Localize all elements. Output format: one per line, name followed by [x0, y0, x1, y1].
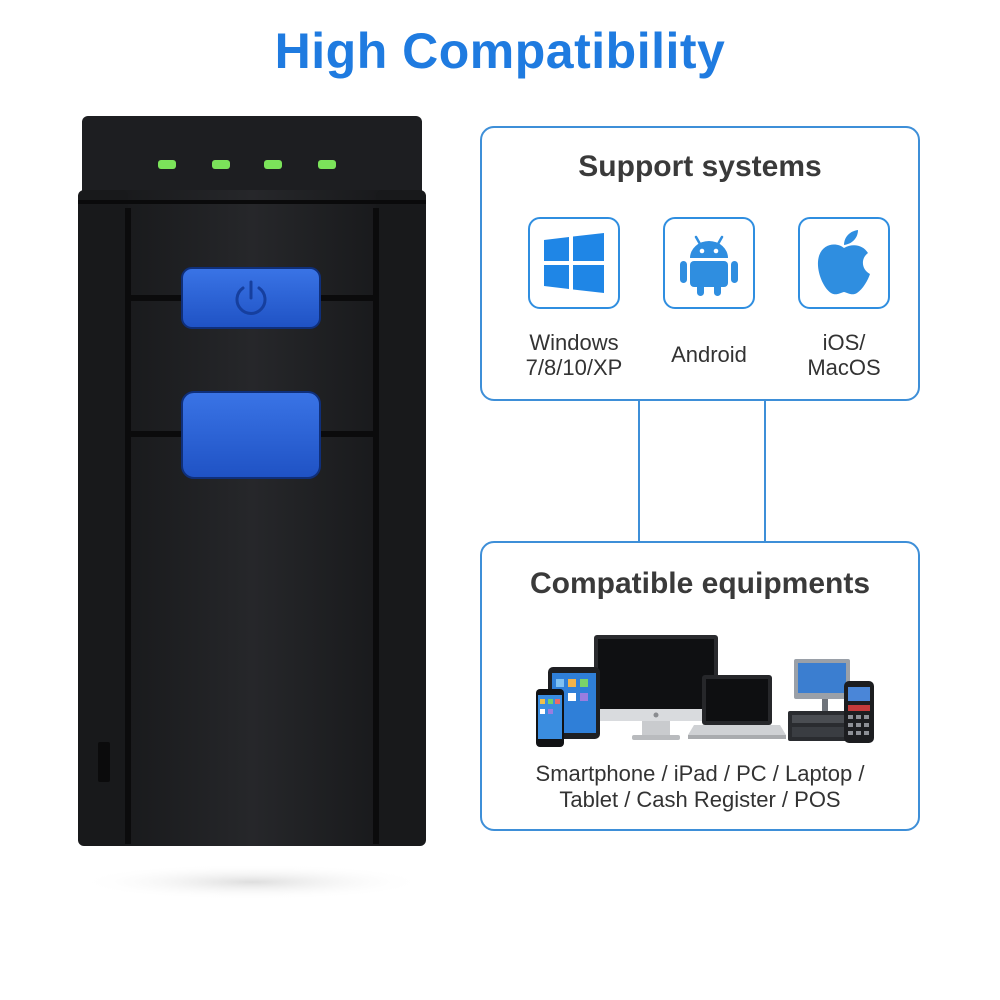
apple-tile	[798, 217, 890, 309]
equipment-line-1: Smartphone / iPad / PC / Laptop /	[535, 761, 865, 786]
page-title: High Compatibility	[274, 23, 726, 79]
card-connector	[638, 399, 766, 543]
support-systems-title: Support systems	[578, 150, 822, 183]
smartphone-icon	[536, 689, 564, 747]
compatible-equipments-card: Compatible equipments	[480, 541, 920, 831]
apple-logo-icon	[817, 230, 870, 295]
android-label: Android	[671, 342, 747, 367]
devices-illustration	[536, 635, 874, 747]
status-led-row	[158, 160, 336, 169]
windows-logo-icon	[544, 233, 604, 293]
power-icon	[235, 280, 267, 315]
equipment-list: Smartphone / iPad / PC / Laptop / Tablet…	[482, 761, 918, 813]
android-tile	[663, 217, 755, 309]
android-logo-icon	[680, 235, 738, 296]
cash-register-icon	[788, 659, 858, 741]
pos-terminal-icon	[844, 681, 874, 743]
support-systems-card: Support systems	[480, 126, 920, 401]
ios-macos-label: iOS/ MacOS	[807, 330, 881, 380]
windows-tile	[528, 217, 620, 309]
barcode-scanner-device	[77, 116, 427, 900]
compatible-equipments-title: Compatible equipments	[529, 567, 871, 600]
windows-label: Windows 7/8/10/XP	[525, 330, 623, 380]
equipment-line-2: Tablet / Cash Register / POS	[559, 787, 841, 812]
laptop-icon	[688, 675, 786, 739]
pc-monitor-icon	[594, 635, 718, 740]
